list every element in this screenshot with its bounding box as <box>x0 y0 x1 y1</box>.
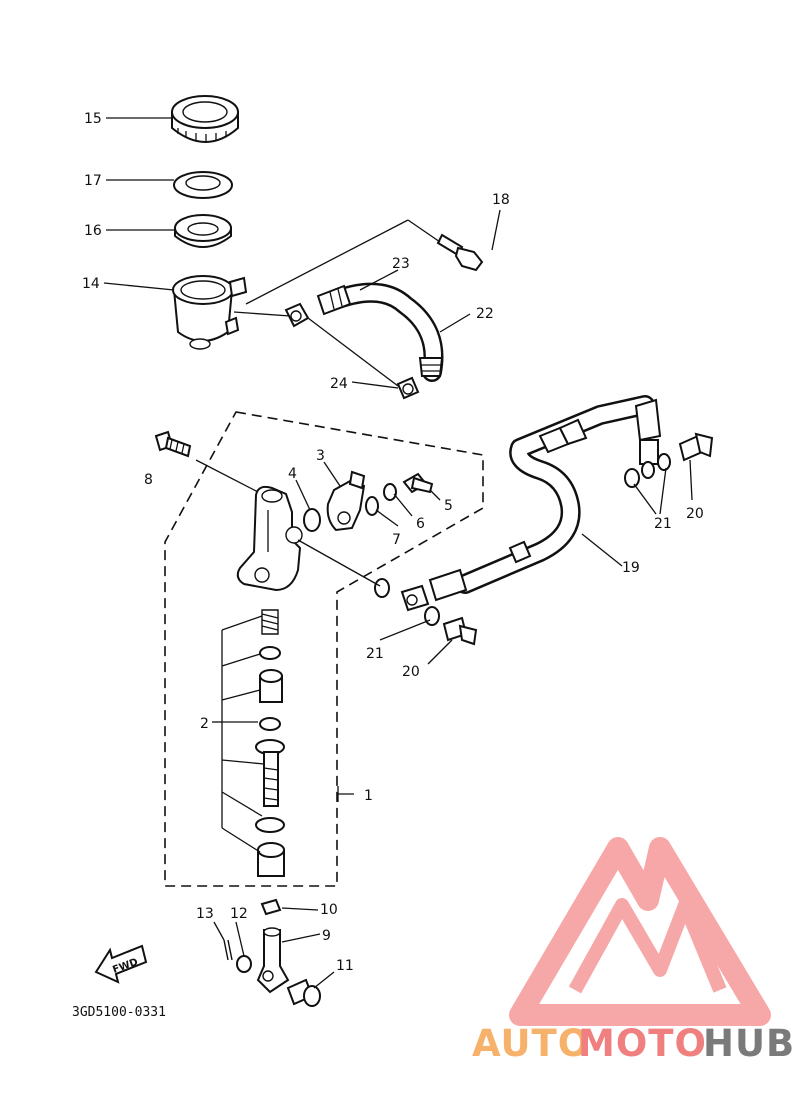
part-7-seal <box>365 496 379 516</box>
callout-17: 17 <box>84 173 102 189</box>
part-21-washers <box>374 453 671 626</box>
callout-20-lower: 20 <box>402 664 420 680</box>
callout-19: 19 <box>622 560 640 576</box>
callout-1: 1 <box>364 788 373 804</box>
piston-spring <box>261 609 279 635</box>
drawing-code: 3GD5100-0331 <box>72 1005 166 1020</box>
callout-13: 13 <box>196 906 214 922</box>
watermark-moto: MOTO <box>578 1022 707 1065</box>
callout-20-upper: 20 <box>686 506 704 522</box>
part-24-clips <box>284 302 420 400</box>
callout-16: 16 <box>84 223 102 239</box>
callout-11: 11 <box>336 958 354 974</box>
part-13-cotter <box>223 939 233 961</box>
callout-8: 8 <box>144 472 153 488</box>
part-6-washer <box>383 483 397 501</box>
callout-21-upper: 21 <box>654 516 672 532</box>
callout-10: 10 <box>320 902 338 918</box>
watermark-brand: AUTO MOTO HUB <box>472 1022 795 1065</box>
callout-9: 9 <box>322 928 331 944</box>
part-12-washer <box>236 955 252 973</box>
part-16-diaphragm <box>174 214 232 248</box>
part-20-union-bolt-upper <box>678 432 714 462</box>
callout-7: 7 <box>392 532 401 548</box>
watermark-logo <box>509 837 771 1026</box>
callout-23: 23 <box>392 256 410 272</box>
part-17-plate <box>173 171 233 199</box>
part-18-bolt <box>436 233 484 272</box>
callout-leaders <box>103 117 693 989</box>
callout-21-lower: 21 <box>366 646 384 662</box>
part-15-reservoir-cap <box>171 95 239 143</box>
callout-18: 18 <box>492 192 510 208</box>
callout-14: 14 <box>82 276 100 292</box>
callout-6: 6 <box>416 516 425 532</box>
fwd-arrow: FWD <box>94 944 148 984</box>
assembly-outline <box>164 411 484 887</box>
part-4-o-ring <box>303 508 321 532</box>
watermark-auto: AUTO <box>472 1022 590 1065</box>
part-10-nut <box>260 898 282 916</box>
callout-12: 12 <box>230 906 248 922</box>
callout-22: 22 <box>476 306 494 322</box>
callout-24: 24 <box>330 376 348 392</box>
part-8-bolt <box>154 430 192 458</box>
callout-5: 5 <box>444 498 453 514</box>
master-cylinder-body <box>236 485 303 592</box>
callout-3: 3 <box>316 448 325 464</box>
part-2-piston-kit <box>221 609 285 877</box>
watermark-hub: HUB <box>703 1022 795 1065</box>
callout-2: 2 <box>200 716 209 732</box>
callout-labels: 15 17 16 14 18 23 22 24 8 4 3 5 6 7 2 1 … <box>82 111 704 974</box>
callout-15: 15 <box>84 111 102 127</box>
callout-4: 4 <box>288 466 297 482</box>
part-22-reservoir-hose <box>316 282 444 382</box>
part-20-union-bolt-lower <box>442 616 478 646</box>
part-19-brake-hose <box>400 395 662 612</box>
part-11-pin <box>286 978 321 1007</box>
part-5-screw <box>402 472 434 494</box>
part-3-joint <box>326 470 366 532</box>
part-9-clevis <box>256 927 290 994</box>
